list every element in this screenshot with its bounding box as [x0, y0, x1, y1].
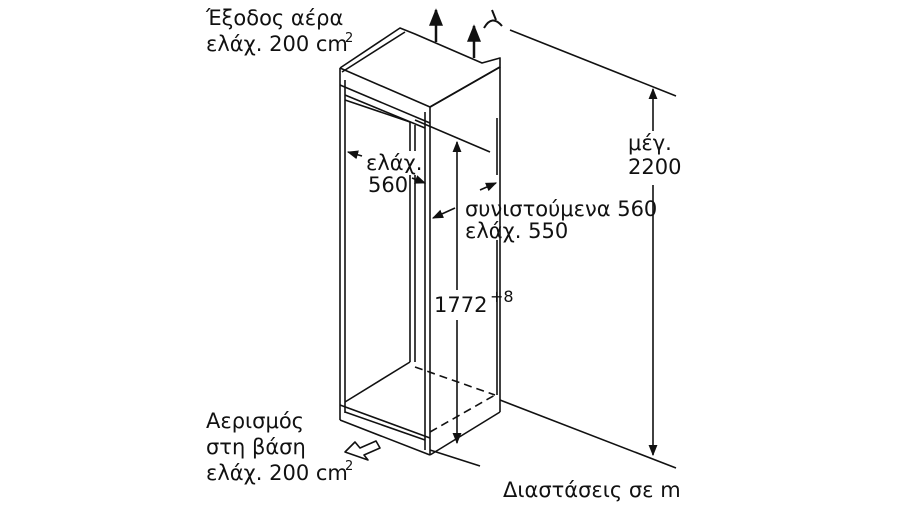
min-width-label: ελάχ. — [366, 151, 423, 175]
cabinet-top-band — [339, 84, 431, 129]
break-symbol-icon — [483, 9, 503, 29]
base-vent-label-2: στη βάση — [206, 435, 306, 459]
depth-recommended: συνιστούμενα 560 — [465, 197, 658, 221]
base-vent-sup: 2 — [345, 459, 354, 474]
air-outlet-area: ελάχ. 200 cm — [206, 32, 348, 56]
cabinet-front-right — [424, 67, 501, 455]
min-width-value: 560 — [368, 173, 409, 197]
niche-height-tolerance: +8 — [490, 287, 514, 306]
max-height-label: μέγ. — [628, 131, 672, 155]
base-vent-arrow-icon — [344, 440, 381, 461]
air-outlet-sup: 2 — [345, 31, 354, 46]
units-note: Διαστάσεις σε m — [503, 478, 681, 502]
max-height-value: 2200 — [628, 155, 682, 179]
cabinet-front-left — [339, 68, 346, 420]
base-vent-area: ελάχ. 200 cm — [206, 461, 348, 485]
air-outlet-label: Έξοδος αέρα — [206, 6, 344, 30]
niche-height-value: 1772 — [434, 293, 490, 317]
cabinet-bottom — [339, 361, 501, 456]
base-vent-label-1: Αερισμός — [206, 409, 304, 433]
cabinet-top — [339, 27, 501, 108]
depth-min: ελάχ. 550 — [465, 219, 569, 243]
